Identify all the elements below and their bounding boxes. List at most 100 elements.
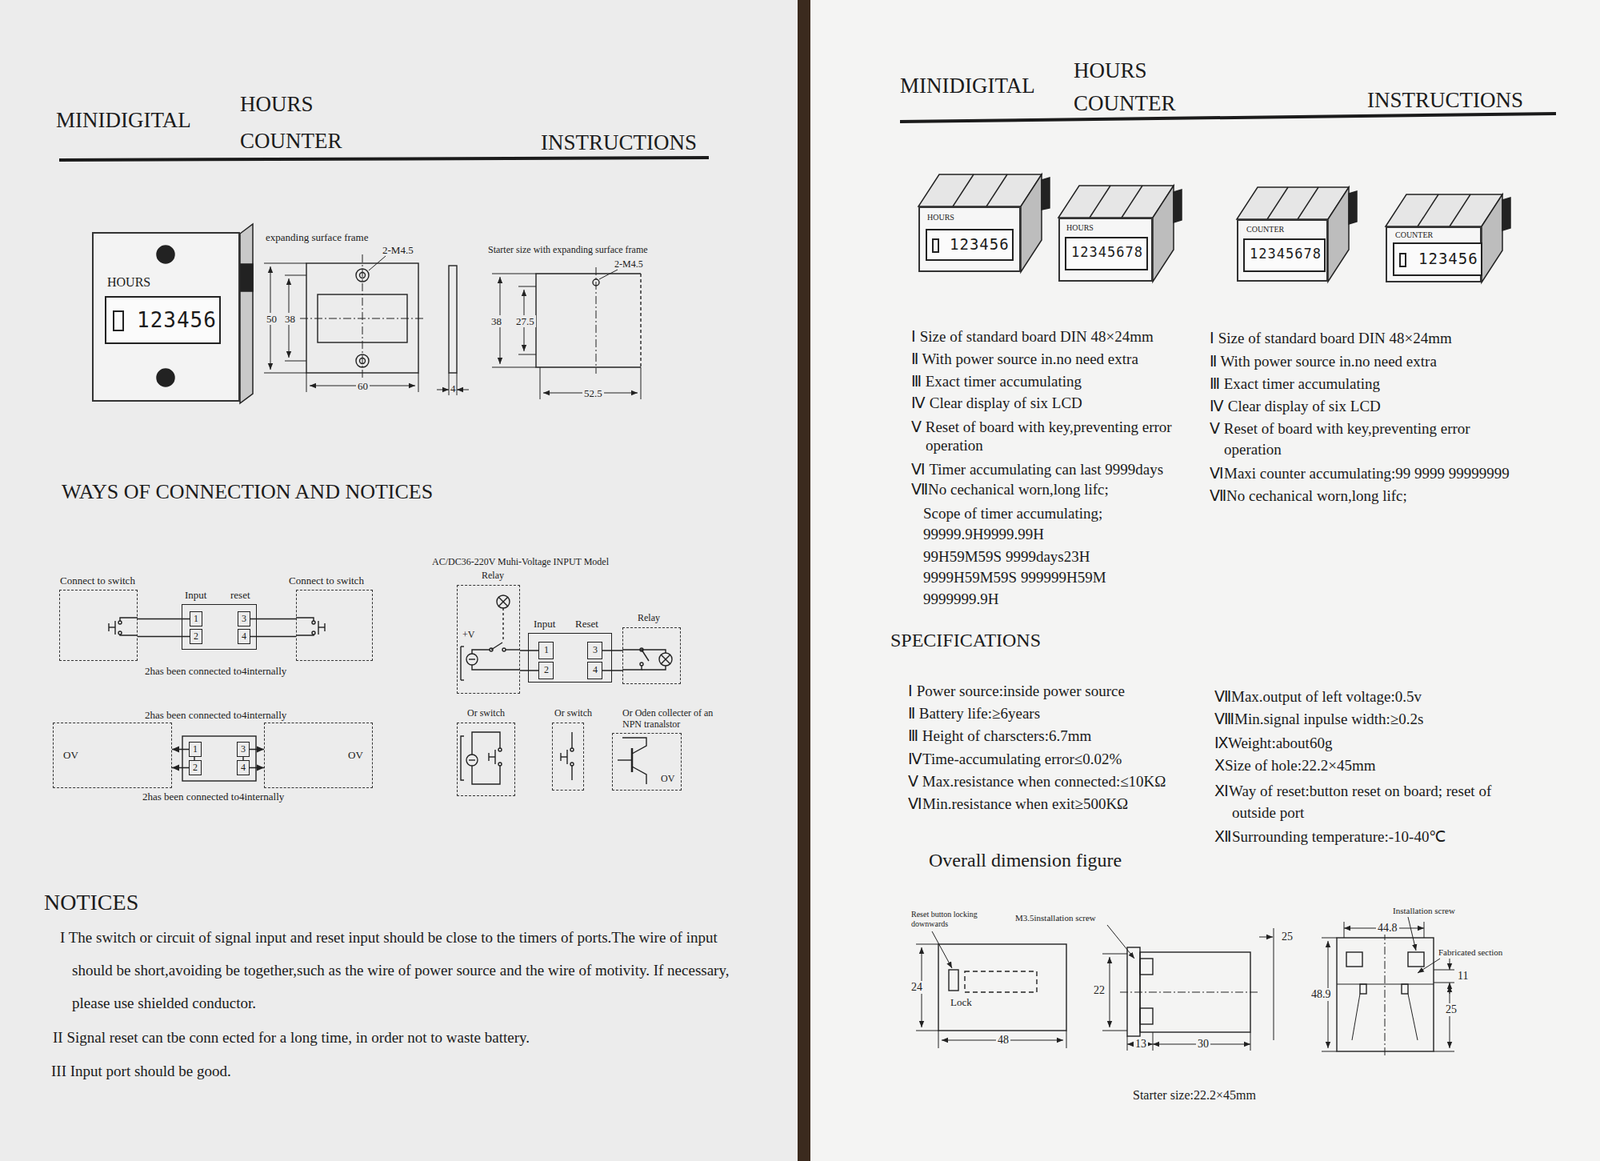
dimension: 24	[909, 980, 924, 994]
ground-box: OV	[52, 722, 172, 788]
feature-item: Scope of timer accumulating;	[923, 504, 1103, 523]
circuit-wire	[118, 620, 122, 624]
wire-connector	[520, 669, 539, 672]
model-label: AC/DC36-220V Muhi-Voltage INPUT Model	[432, 556, 609, 568]
dimension: 4	[450, 382, 456, 395]
circuit-wire	[502, 648, 506, 652]
dimension: 22	[1092, 984, 1107, 997]
spec-item: Ⅱ Battery life:≥6years	[908, 704, 1040, 723]
counter-illustration	[952, 174, 974, 207]
dimension-drawing	[1408, 952, 1424, 967]
arrowhead	[172, 746, 180, 753]
box-text: 2	[544, 664, 549, 676]
hourglass-icon	[1399, 252, 1407, 268]
dimension-drawing	[1102, 1030, 1128, 1032]
box-subtext: +V	[462, 629, 475, 641]
spec-item: ⅫSurrounding temperature:-10-40℃	[1214, 828, 1446, 846]
dimension-drawing	[1346, 952, 1363, 967]
circuit-wire	[296, 617, 314, 621]
dimension-drawing	[1449, 985, 1451, 1048]
lcd-display: 12345678	[1064, 236, 1148, 271]
paper-background	[797, 0, 811, 1161]
terminal-pin: 1	[538, 641, 554, 660]
dimension-drawing	[1127, 1036, 1128, 1051]
header-rule	[59, 113, 1556, 160]
dimension-drawing	[916, 944, 939, 945]
box-text: 4	[592, 664, 598, 676]
lcd-display: 123456	[104, 296, 221, 344]
dimension: 13	[1133, 1037, 1148, 1051]
dimension-drawing	[1408, 993, 1418, 1040]
terminal-pin: 3	[236, 741, 250, 757]
dimension: 38	[489, 315, 504, 328]
circuit-wire	[318, 626, 325, 628]
arrowhead	[172, 764, 180, 772]
terminal-pin: 2	[538, 661, 554, 680]
note: 2has been connected to4internally	[144, 664, 287, 677]
terminal-pin: 3	[587, 641, 603, 660]
dimension-drawing	[1433, 982, 1455, 984]
dimension-drawing	[1352, 993, 1360, 1040]
dimension: 48.9	[1309, 988, 1333, 1001]
dimension-drawing	[948, 969, 959, 991]
counter-illustration	[1089, 185, 1111, 218]
circuit-wire	[460, 646, 461, 680]
counter-illustration	[92, 174, 1511, 404]
circuit-wire	[498, 748, 502, 752]
circuit-wire	[617, 759, 632, 760]
dimension: 30	[1196, 1037, 1211, 1051]
dimension-drawing	[456, 372, 458, 396]
caption-note: Starter size:22.2×45mm	[1132, 1088, 1256, 1103]
box-subtext: Reset	[575, 618, 599, 631]
dimension-drawing	[1321, 1051, 1337, 1052]
switch-box: Connect to switch	[59, 589, 138, 661]
terminal-pin: 4	[236, 760, 250, 776]
dimension-drawing	[1433, 1051, 1455, 1052]
dimension-drawing	[596, 267, 597, 374]
box-text: 2	[192, 762, 198, 774]
header-title: MINIDIGITAL	[56, 108, 192, 133]
box-text: 3	[240, 744, 246, 756]
dimension-drawing	[1384, 932, 1386, 1056]
box-text: OV	[63, 749, 79, 762]
counter-face: COUNTER123456	[1385, 226, 1482, 283]
dimension-drawing	[599, 269, 618, 280]
feature-item: Ⅱ With power source in.no need extra	[1209, 352, 1437, 371]
spec-item: Ⅴ Max.resistance when connected:≤10KΩ	[908, 772, 1166, 791]
counter-illustration	[1058, 217, 1153, 282]
circuit-wire	[472, 732, 500, 755]
section-heading: NOTICES	[44, 889, 139, 916]
dimension-drawing	[1120, 992, 1258, 993]
dimension-drawing	[264, 263, 307, 264]
feature-item: ⅦNo cechanical worn,long lifc;	[911, 480, 1109, 499]
dimension-drawing	[536, 273, 641, 368]
lcd-display: 123456	[1392, 242, 1483, 276]
dimension: 25	[1444, 1003, 1459, 1016]
dimension-drawing	[1336, 984, 1434, 985]
spec-item: Ⅰ Power source:inside power source	[908, 682, 1125, 700]
box-text: Relay	[481, 570, 504, 582]
circuit-wire	[108, 595, 672, 784]
feature-item: ⅦNo cechanical worn,long lifc;	[1209, 487, 1408, 505]
counter-illustration	[1417, 194, 1439, 227]
feature-item: ⅥMaxi counter accumulating:99 9999 99999…	[1209, 464, 1510, 483]
spec-item: ⅥMin.resistance when exit≥500KΩ	[908, 795, 1128, 813]
circuit-wire	[120, 634, 138, 636]
dimension: 11	[1457, 969, 1468, 983]
circuit-wire	[472, 765, 500, 784]
hourglass-icon	[932, 238, 940, 253]
dimension-drawing	[1259, 936, 1273, 938]
circuit-wire	[460, 679, 464, 680]
terminal-block: InputReset1234	[528, 632, 612, 683]
header-title: INSTRUCTIONS	[540, 130, 697, 156]
dimension-drawing	[1401, 984, 1408, 994]
dimension-drawing	[938, 1030, 940, 1048]
box-subtext: reset	[230, 589, 251, 602]
circuit-wire	[312, 620, 316, 624]
dimension-drawing	[1417, 958, 1440, 973]
dimension-drawing	[492, 273, 536, 275]
dimension-drawing	[1140, 958, 1153, 975]
counter-illustration	[1236, 219, 1328, 282]
counter-illustration	[1152, 185, 1174, 282]
wire-connector	[602, 669, 623, 672]
